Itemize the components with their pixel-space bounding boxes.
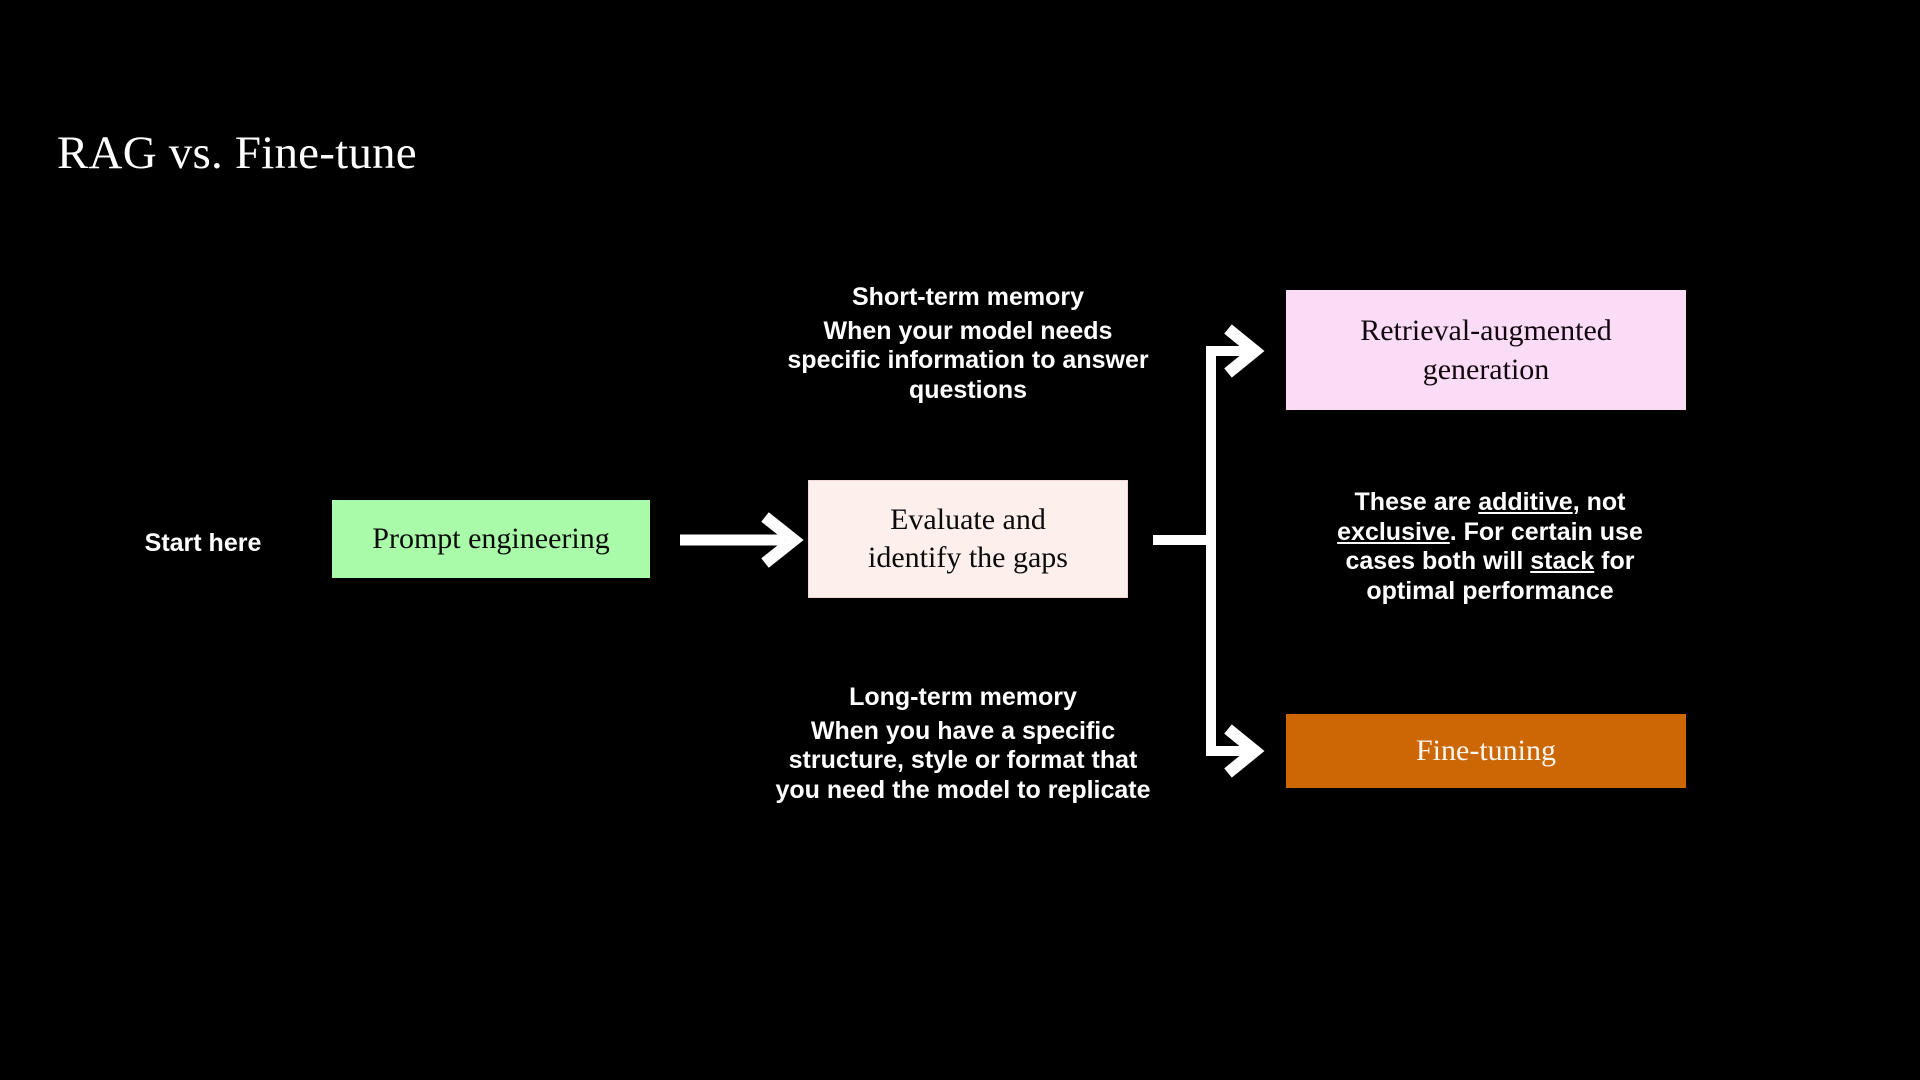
annotation-additive-note: These are additive, not exclusive. For c… [1300, 488, 1680, 606]
node-evaluate-gaps-line2: identify the gaps [868, 541, 1068, 574]
node-evaluate-gaps-line1: Evaluate and [890, 502, 1046, 536]
node-rag-line1: Retrieval-augmented [1360, 314, 1612, 347]
annotation-additive-note-em-stack: stack [1530, 547, 1595, 575]
start-here-label: Start here [144, 529, 262, 557]
annotation-short-term-memory-heading: Short-term memory [852, 283, 1084, 311]
node-prompt-engineering[interactable]: Prompt engineering [332, 500, 650, 578]
node-rag-text: Retrieval-augmented generation [1360, 311, 1612, 389]
annotation-additive-note-part1: These are [1354, 488, 1479, 516]
arrow-branch-to-finetune [1206, 724, 1265, 778]
annotation-additive-note-part2: , not [1572, 488, 1626, 516]
node-rag-line2: generation [1422, 353, 1550, 386]
annotation-long-term-memory-heading: Long-term memory [849, 683, 1077, 711]
annotation-short-term-memory: Short-term memory When your model needs … [778, 283, 1158, 405]
node-prompt-engineering-label: Prompt engineering [372, 521, 610, 555]
arrow-branch-to-rag [1206, 324, 1265, 378]
annotation-short-term-memory-body: When your model needs specific informati… [787, 316, 1149, 404]
node-evaluate-gaps-text: Evaluate and identify the gaps [868, 501, 1068, 578]
node-fine-tuning[interactable]: Fine-tuning [1286, 714, 1686, 788]
arrow-prompt-to-evaluate [680, 512, 804, 568]
annotation-additive-note-part4: for optimal performance [1366, 547, 1635, 605]
node-evaluate-gaps[interactable]: Evaluate and identify the gaps [808, 480, 1128, 598]
page-title: RAG vs. Fine-tune [57, 127, 417, 179]
annotation-additive-note-em-additive: additive [1478, 488, 1573, 516]
node-retrieval-augmented-generation[interactable]: Retrieval-augmented generation [1286, 290, 1686, 410]
annotation-long-term-memory: Long-term memory When you have a specifi… [768, 683, 1158, 805]
annotation-long-term-memory-body: When you have a specific structure, styl… [775, 716, 1151, 804]
connector-evaluate-to-branch [1153, 351, 1216, 751]
annotation-additive-note-part3: . For certain use cases both will [1345, 517, 1643, 576]
node-fine-tuning-label: Fine-tuning [1416, 734, 1556, 767]
annotation-additive-note-em-exclusive: exclusive [1337, 517, 1450, 546]
